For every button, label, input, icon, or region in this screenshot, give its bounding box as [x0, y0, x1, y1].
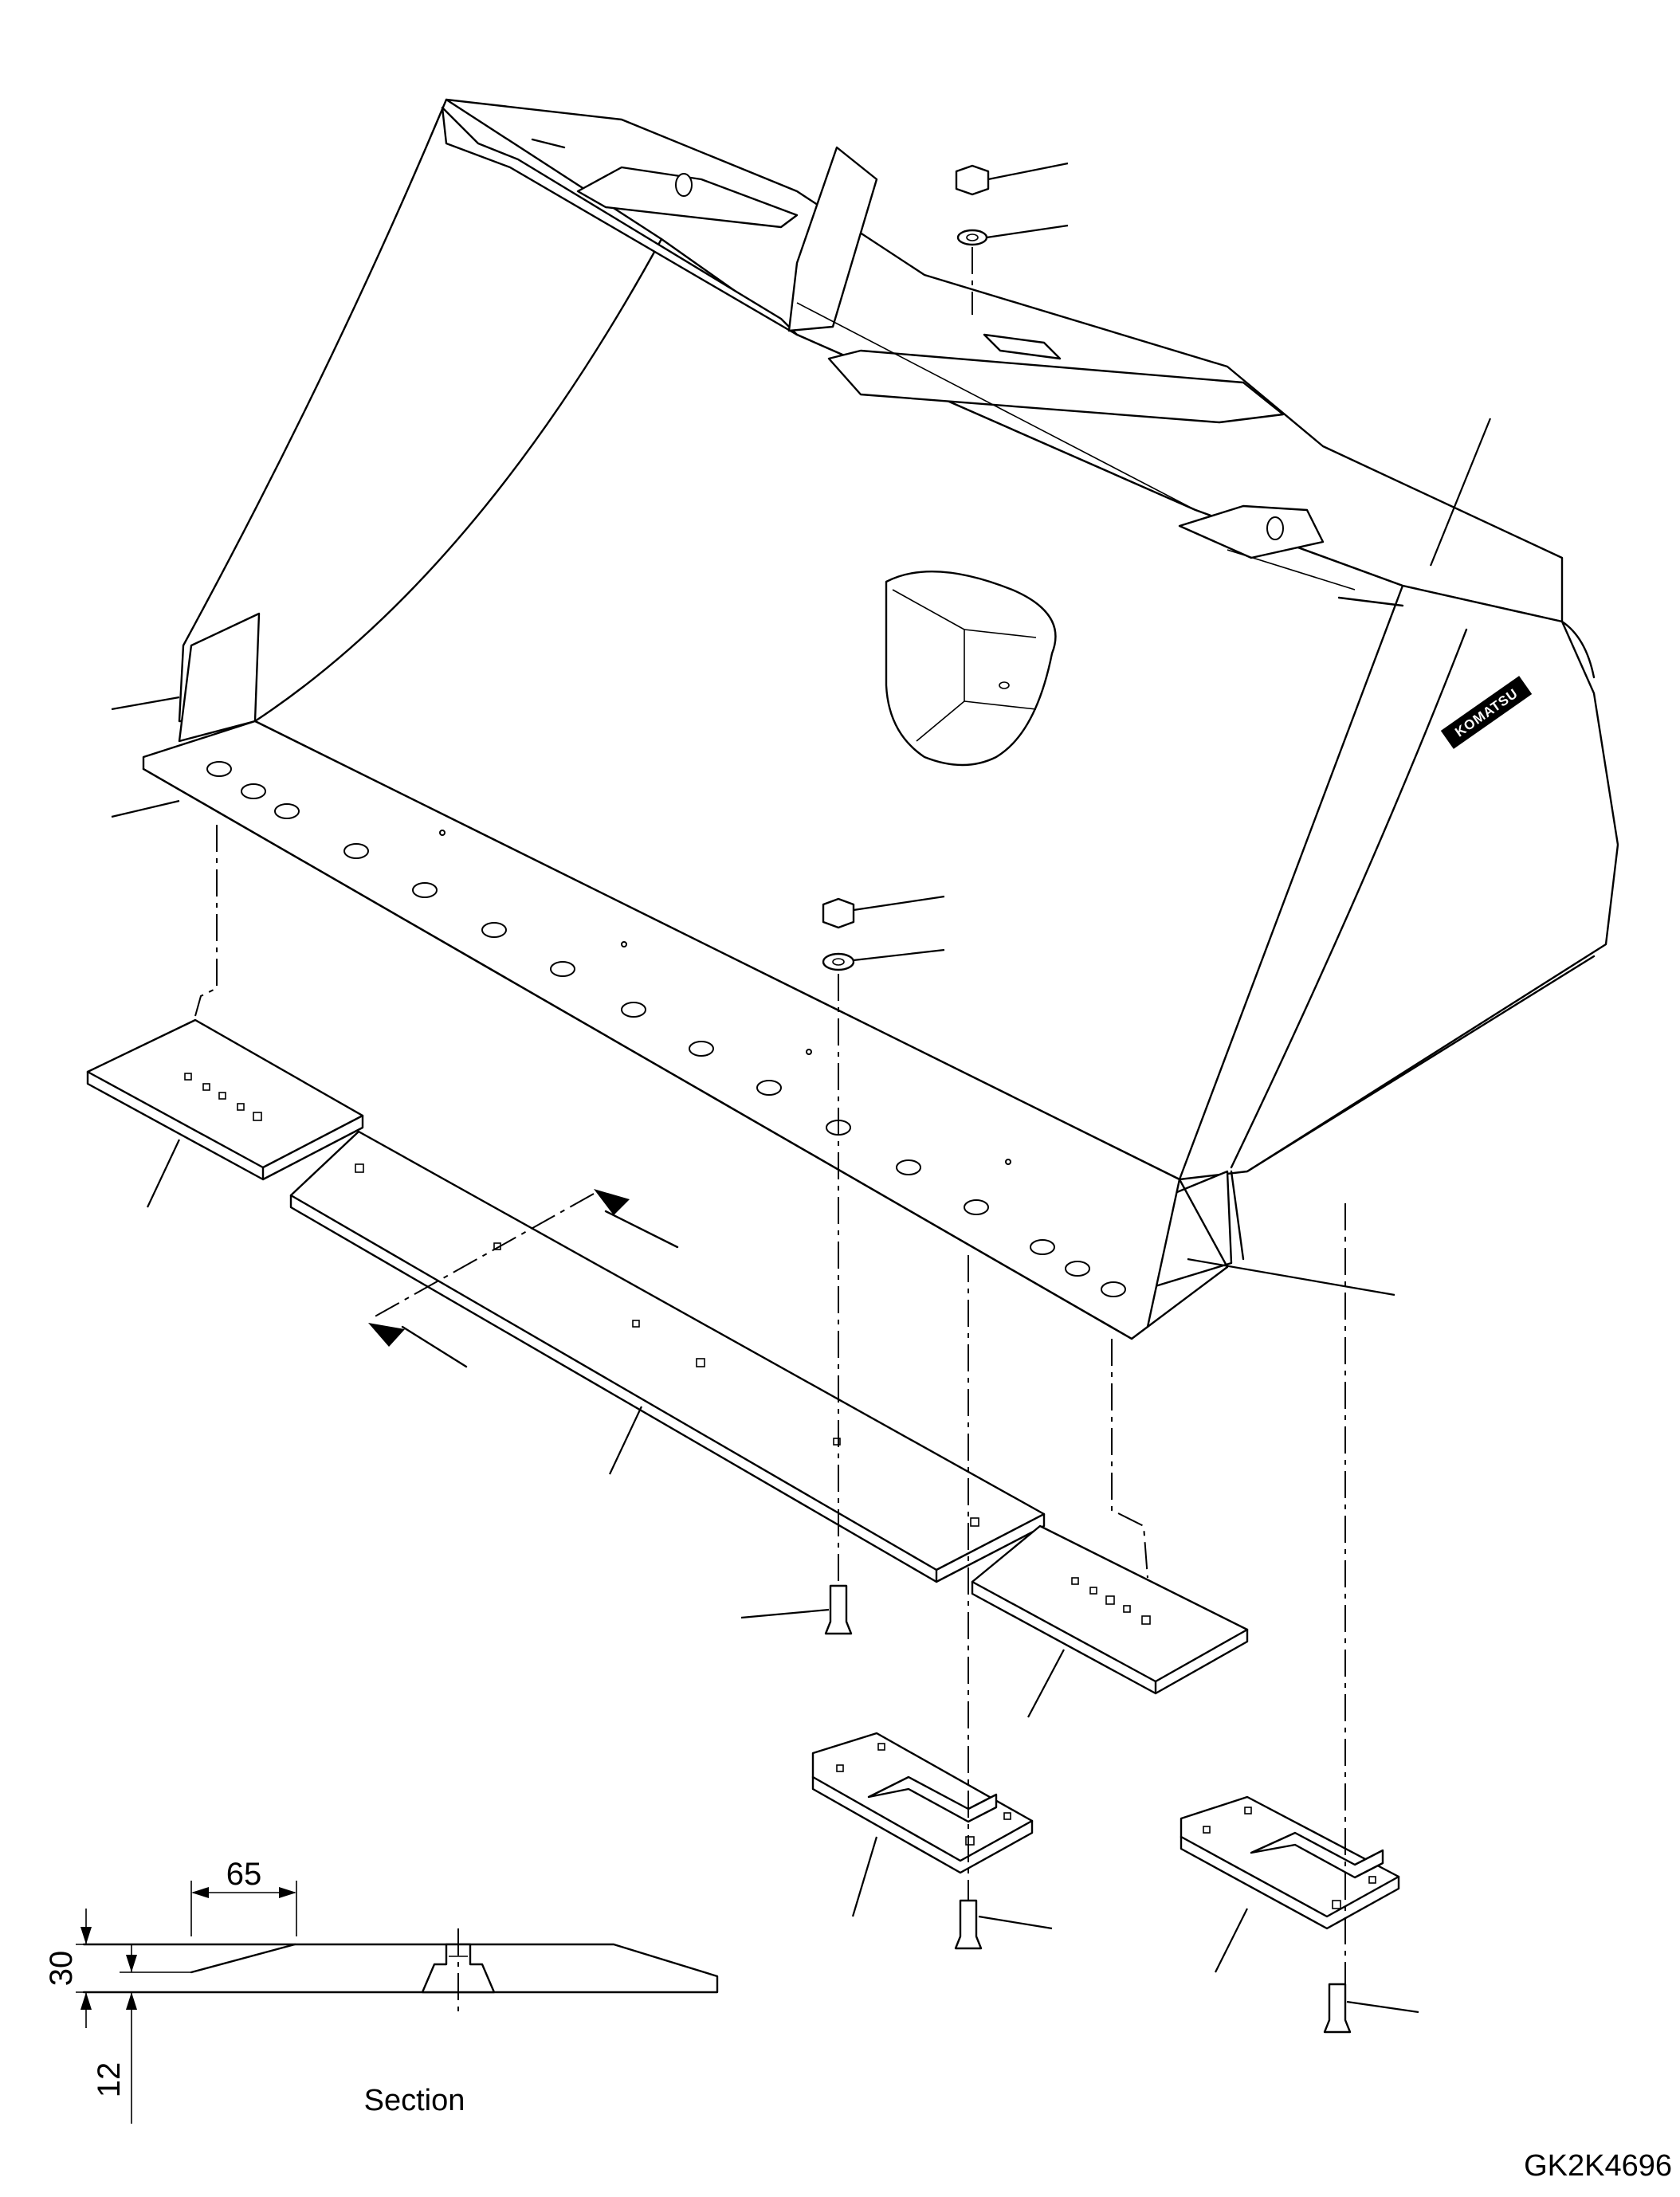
dimension-30: 30	[44, 1951, 79, 1987]
assembly-centerlines	[194, 825, 1346, 1984]
corner-edge-right	[971, 1524, 1249, 1695]
section-caption: Section	[364, 2084, 465, 2117]
cutting-edge-center	[289, 1130, 1046, 1583]
side-protector-center	[811, 1732, 1034, 1874]
dimension-12: 12	[92, 2062, 127, 2098]
dimension-65: 65	[226, 1857, 262, 1892]
plow-bolt-protector-center	[954, 1899, 1053, 1950]
center-nut-and-washer	[822, 895, 945, 971]
section-view: 65 30 12 Section	[44, 1857, 719, 2124]
bucket-body: KOMATSU	[142, 98, 1619, 1340]
top-nut-and-washer	[955, 162, 1069, 315]
drawing-id: GK2K4696	[1524, 2149, 1672, 2183]
plow-bolt-center	[740, 1584, 853, 1635]
lip-bolt-holes	[206, 761, 1126, 1297]
side-protector-right	[1180, 1795, 1400, 1930]
plow-bolt-protector-right	[1323, 1983, 1419, 2034]
leader-lines	[111, 418, 1492, 1973]
corner-edge-left	[86, 1018, 364, 1181]
